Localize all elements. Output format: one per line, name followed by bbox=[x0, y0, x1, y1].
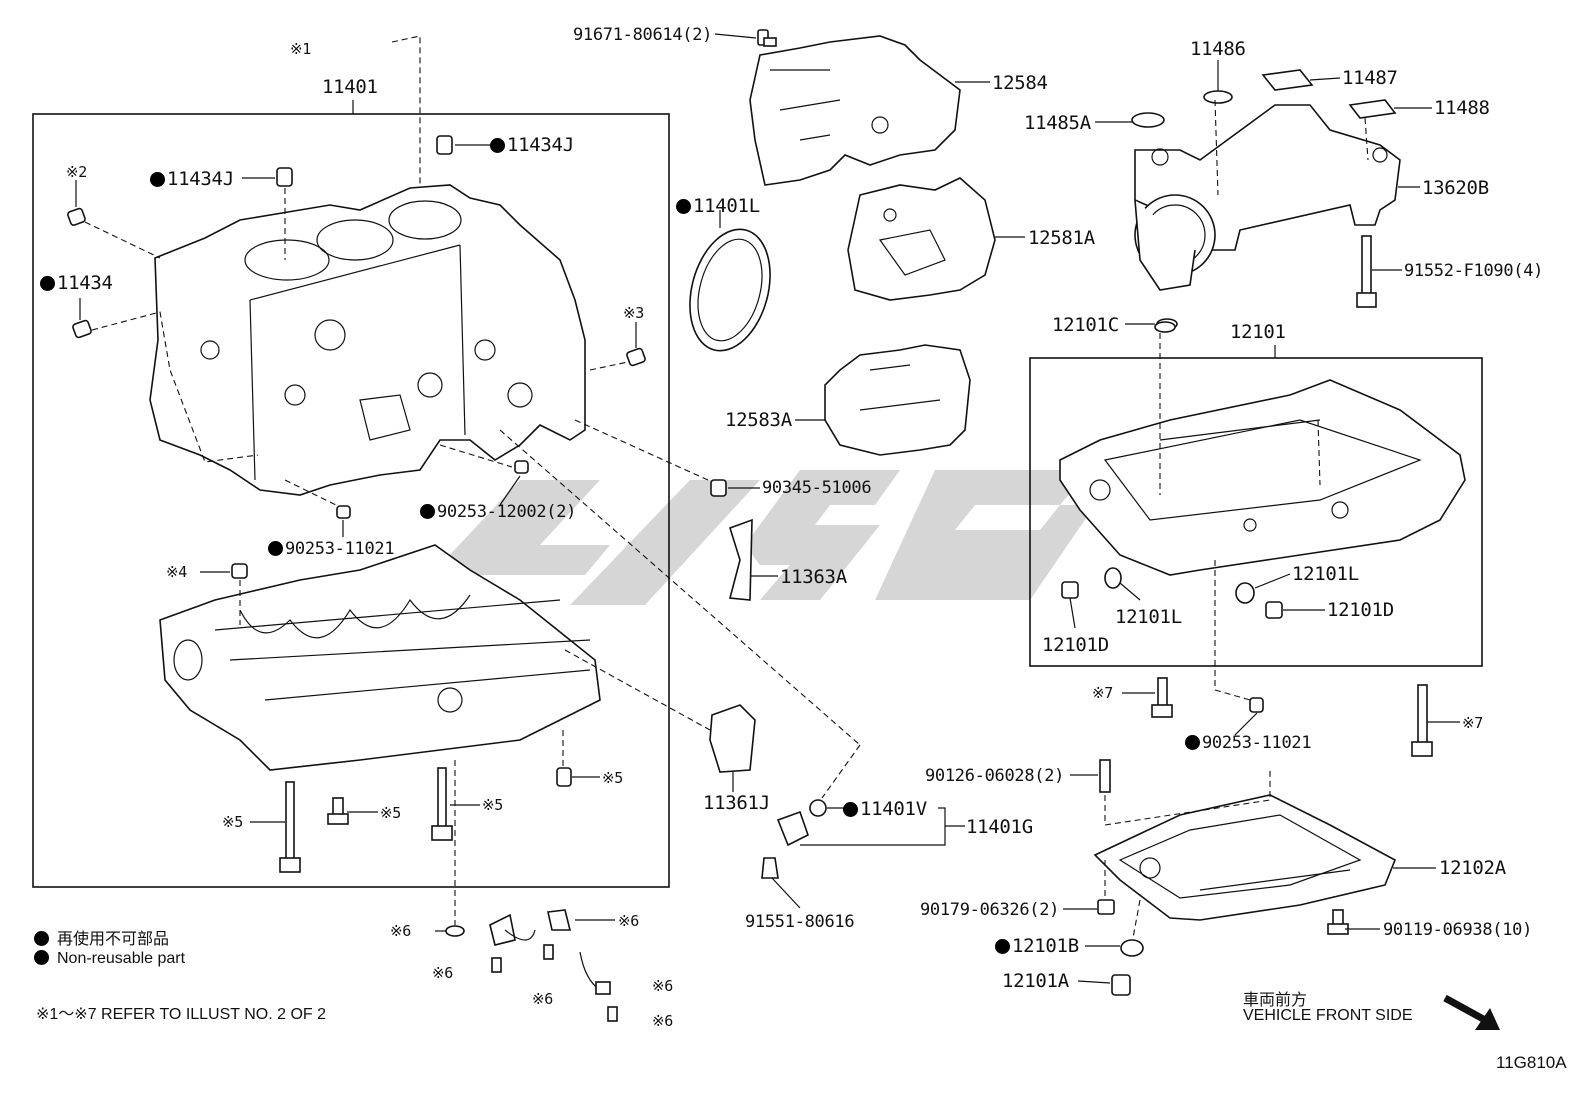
part-label: ※6 bbox=[432, 964, 453, 982]
crankcase bbox=[159, 544, 601, 771]
part-label: ※5 bbox=[482, 796, 503, 814]
front-label-jp: 車両前方 bbox=[1243, 992, 1308, 1009]
part-label: 11488 bbox=[1434, 97, 1490, 119]
part-label: 90253-11021 bbox=[1185, 733, 1312, 753]
part-label: ※3 bbox=[623, 304, 644, 322]
part-label: 12583A bbox=[725, 409, 792, 431]
part-label: ※7 bbox=[1092, 684, 1113, 702]
part-label: 12101D bbox=[1327, 599, 1394, 621]
part-label: 90179-06326(2) bbox=[920, 900, 1060, 920]
part-label: 11363A bbox=[780, 566, 847, 588]
non-reusable-dot-icon bbox=[40, 276, 55, 291]
oil-pan-frame bbox=[1029, 357, 1483, 667]
small-parts-block bbox=[67, 135, 646, 1022]
non-reusable-dot-icon bbox=[1185, 735, 1200, 750]
part-label: 12101A bbox=[1002, 970, 1069, 992]
part-label: ※6 bbox=[618, 912, 639, 930]
non-reusable-dot-icon bbox=[995, 939, 1010, 954]
part-label: 11434J bbox=[150, 168, 234, 190]
part-label: 13620B bbox=[1422, 177, 1489, 199]
part-label: 90126-06028(2) bbox=[925, 766, 1065, 786]
part-label: 11401L bbox=[676, 195, 760, 217]
front-arrow-icon bbox=[1443, 994, 1500, 1030]
part-label: ※6 bbox=[532, 990, 553, 1008]
part-label: 91671-80614(2) bbox=[573, 25, 713, 45]
part-label: 11401G bbox=[966, 816, 1033, 838]
part-label: 11487 bbox=[1342, 67, 1398, 89]
part-label: ※4 bbox=[166, 563, 187, 581]
part-label: 91552-F1090(4) bbox=[1404, 261, 1544, 281]
part-label: 90345-51006 bbox=[762, 478, 872, 498]
non-reusable-dot-icon bbox=[268, 541, 283, 556]
non-reusable-dot-icon bbox=[34, 950, 49, 965]
part-label: 11485A bbox=[1024, 112, 1091, 134]
cylinder-block-frame bbox=[32, 113, 670, 888]
figure-code: 11G810A bbox=[1496, 1053, 1567, 1072]
part-label: ※5 bbox=[222, 813, 243, 831]
part-label: 12101L bbox=[1292, 563, 1359, 585]
part-label: 91551-80616 bbox=[745, 912, 855, 932]
non-reusable-dot-icon bbox=[150, 172, 165, 187]
part-label: 90253-12002(2) bbox=[420, 502, 576, 522]
part-label: 90253-11021 bbox=[268, 539, 395, 559]
part-label: 11401 bbox=[322, 76, 378, 98]
legend-refer-note: ※1～※7 REFER TO ILLUST NO. 2 OF 2 bbox=[36, 1006, 327, 1023]
part-label: 11486 bbox=[1190, 38, 1246, 60]
part-label: 11434J bbox=[490, 134, 574, 156]
part-label: ※2 bbox=[66, 163, 87, 181]
part-label: 11401V bbox=[843, 798, 927, 820]
part-label: ※7 bbox=[1462, 714, 1483, 732]
part-label: 12584 bbox=[992, 72, 1048, 94]
dashed-lines bbox=[84, 35, 1369, 939]
oil-pan-upper bbox=[1059, 321, 1466, 619]
part-label: 12101C bbox=[1052, 314, 1119, 336]
legend-non-reusable-jp: 再使用不可部品 bbox=[34, 925, 169, 949]
part-label: 12581A bbox=[1028, 227, 1095, 249]
part-label: ※6 bbox=[390, 922, 411, 940]
part-label: ※5 bbox=[602, 769, 623, 787]
timing-cover-parts bbox=[689, 29, 996, 879]
part-label: 12101D bbox=[1042, 634, 1109, 656]
part-label: 12101L bbox=[1115, 606, 1182, 628]
leader-lines bbox=[75, 33, 1460, 984]
watermark-logo bbox=[445, 470, 1095, 605]
legend-non-reusable-en: Non-reusable part bbox=[34, 950, 185, 968]
part-label: 11434 bbox=[40, 272, 113, 294]
part-label: ※1 bbox=[290, 40, 311, 58]
balance-shaft-assembly bbox=[1131, 69, 1401, 330]
non-reusable-dot-icon bbox=[420, 504, 435, 519]
part-label: 12101B bbox=[995, 935, 1079, 957]
part-label: 12101 bbox=[1230, 321, 1286, 343]
non-reusable-dot-icon bbox=[490, 138, 505, 153]
part-label: 12102A bbox=[1439, 857, 1506, 879]
non-reusable-dot-icon bbox=[34, 931, 49, 946]
part-label: ※5 bbox=[380, 804, 401, 822]
non-reusable-dot-icon bbox=[843, 802, 858, 817]
cylinder-block bbox=[149, 184, 586, 496]
front-label-en: VEHICLE FRONT SIDE bbox=[1243, 1007, 1413, 1024]
oil-pan-lower bbox=[1093, 677, 1433, 996]
part-label: 90119-06938(10) bbox=[1383, 920, 1533, 940]
part-label: 11361J bbox=[703, 792, 770, 814]
non-reusable-dot-icon bbox=[676, 199, 691, 214]
part-label: ※6 bbox=[652, 977, 673, 995]
part-label: ※6 bbox=[652, 1012, 673, 1030]
